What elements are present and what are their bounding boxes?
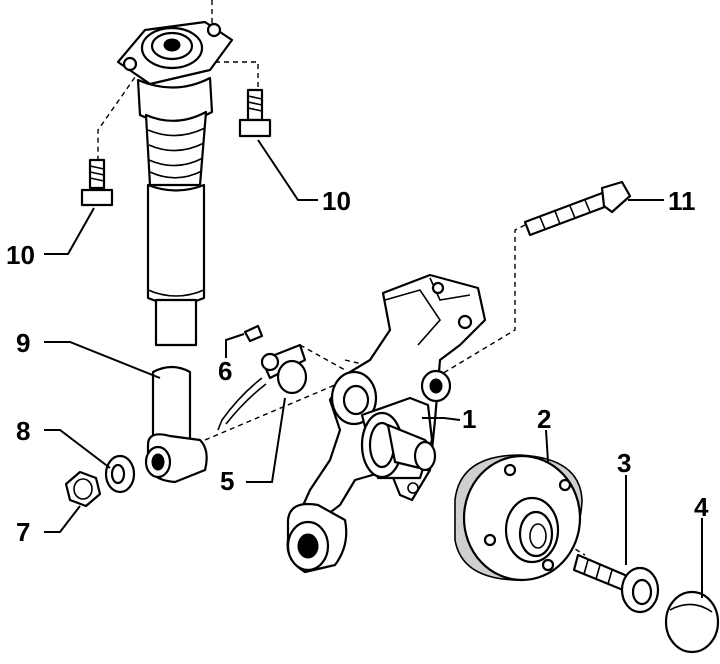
hub-bolt-3 [572,553,660,614]
washer-8 [104,454,136,494]
callout-7: 7 [16,517,30,547]
callout-10-right: 10 [322,186,351,216]
callout-2: 2 [537,404,551,434]
callout-9: 9 [16,328,30,358]
dust-cap-4 [664,590,720,654]
leader-lines [44,139,703,598]
callout-5: 5 [220,466,234,496]
nut-7 [64,470,102,508]
callout-8: 8 [16,416,30,446]
callout-3: 3 [617,448,631,478]
callout-6: 6 [218,356,232,386]
callout-4: 4 [694,492,709,522]
screw-6 [243,324,264,343]
bolt-10-left [80,158,114,207]
wheel-knuckle-1 [286,273,487,574]
wheel-hub-2 [454,454,583,582]
abs-sensor-5 [217,343,308,431]
shock-absorber [144,110,208,484]
strut-top-mount [116,20,234,124]
bolt-10-right [238,88,272,138]
callout-11: 11 [668,186,696,216]
callout-10-left: 10 [6,240,35,270]
bolt-11 [523,180,632,237]
callout-labels: 1 2 3 4 5 6 7 8 9 10 10 11 [6,186,709,547]
callout-1: 1 [462,404,476,434]
